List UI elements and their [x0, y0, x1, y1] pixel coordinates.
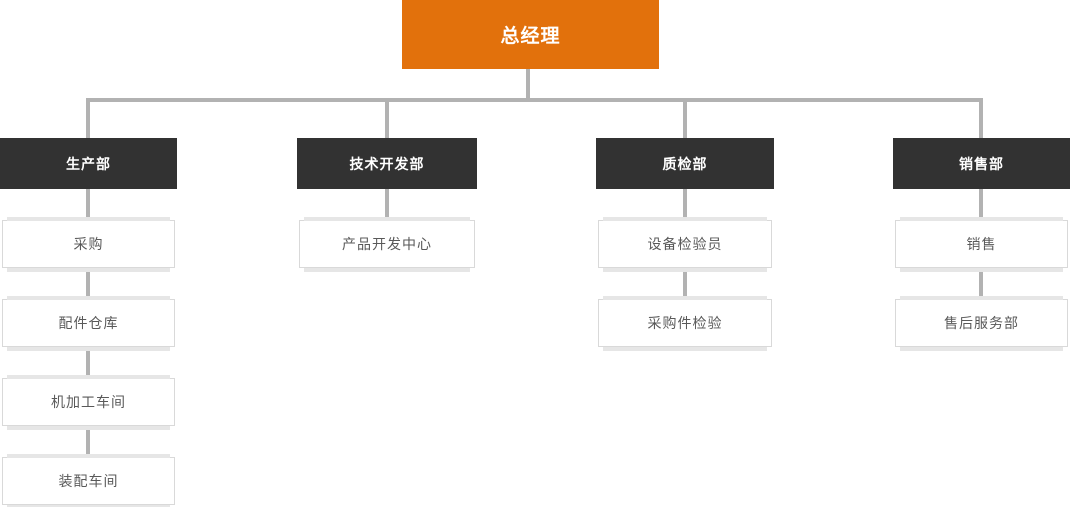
connector-segment — [683, 268, 687, 299]
connector-segment — [683, 189, 687, 220]
connector-horizontal-bar — [86, 98, 983, 102]
node-label: 销售 — [966, 237, 997, 253]
node-equipment-inspector: 设备检验员 — [598, 217, 772, 272]
node-sales-dept: 销售部 — [893, 138, 1070, 189]
node-machining-workshop: 机加工车间 — [2, 375, 175, 430]
connector-segment — [86, 347, 90, 378]
node-label: 技术开发部 — [349, 156, 425, 173]
connector-segment — [979, 268, 983, 299]
node-sales: 销售 — [895, 217, 1068, 272]
connector-drop — [86, 102, 90, 138]
connector-drop — [385, 102, 389, 138]
connector-segment — [86, 189, 90, 220]
node-label: 质检部 — [662, 156, 708, 173]
node-qc-dept: 质检部 — [596, 138, 774, 189]
node-after-sales-service: 售后服务部 — [895, 296, 1068, 351]
node-purchased-parts-inspection: 采购件检验 — [598, 296, 772, 351]
node-label: 机加工车间 — [51, 395, 126, 411]
node-label: 采购 — [73, 237, 104, 253]
node-tech-dev-dept: 技术开发部 — [297, 138, 477, 189]
node-assembly-workshop: 装配车间 — [2, 454, 175, 507]
node-label: 配件仓库 — [58, 316, 119, 332]
connector-root-stem — [526, 69, 530, 99]
node-production-dept: 生产部 — [0, 138, 177, 189]
node-label: 设备检验员 — [647, 237, 723, 253]
node-label: 售后服务部 — [944, 316, 1019, 332]
node-label: 装配车间 — [58, 474, 119, 490]
node-label: 采购件检验 — [647, 316, 723, 332]
connector-drop — [979, 102, 983, 138]
connector-segment — [979, 189, 983, 220]
connector-segment — [86, 268, 90, 299]
connector-drop — [683, 102, 687, 138]
node-purchasing: 采购 — [2, 217, 175, 272]
node-label: 产品开发中心 — [342, 237, 432, 253]
node-general-manager: 总经理 — [402, 0, 659, 69]
node-parts-warehouse: 配件仓库 — [2, 296, 175, 351]
connector-segment — [86, 426, 90, 457]
node-label: 销售部 — [959, 156, 1004, 173]
node-product-dev-center: 产品开发中心 — [299, 217, 475, 272]
connector-segment — [385, 189, 389, 220]
node-label: 生产部 — [66, 156, 111, 173]
node-label: 总经理 — [500, 25, 561, 47]
